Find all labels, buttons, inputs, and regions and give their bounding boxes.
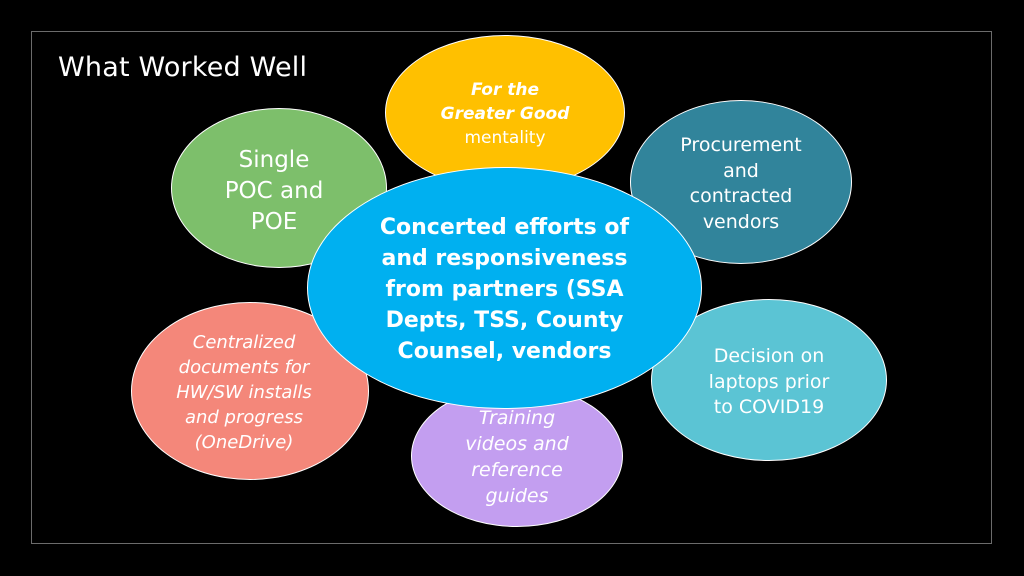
slide-title: What Worked Well bbox=[58, 52, 308, 83]
bubble-centralized-line2: documents for bbox=[178, 357, 310, 378]
bubble-decision-line3: to COVID19 bbox=[713, 396, 825, 418]
bubble-training-line3: reference bbox=[471, 459, 563, 481]
bubble-greater-good-line1: For the bbox=[470, 80, 540, 100]
bubble-training-line4: guides bbox=[485, 485, 549, 507]
bubble-training-line1: Training bbox=[478, 407, 556, 429]
bubble-center-concerted-efforts: Concerted efforts of and responsiveness … bbox=[307, 167, 702, 409]
bubble-decision-line2: laptops prior bbox=[708, 370, 830, 393]
bubble-centralized-line1: Centralized bbox=[192, 332, 296, 353]
bubble-single-poc-line2: POC and bbox=[224, 178, 324, 204]
bubble-procurement-line4: vendors bbox=[702, 210, 780, 233]
bubble-greater-good-line2: Greater Good bbox=[440, 104, 570, 124]
bubble-decision-line1: Decision on bbox=[713, 345, 825, 367]
bubble-single-poc-line3: POE bbox=[250, 209, 298, 235]
bubble-centralized-line3: HW/SW installs bbox=[176, 382, 312, 403]
bubble-center-line3: from partners (SSA bbox=[385, 277, 624, 302]
slide-frame bbox=[31, 31, 992, 544]
bubble-training-line2: videos and bbox=[465, 433, 569, 455]
bubble-center-line2: and responsiveness bbox=[381, 246, 628, 271]
bubble-procurement-line2: and bbox=[723, 159, 759, 182]
bubble-center-line4: Depts, TSS, County bbox=[385, 308, 624, 333]
bubble-center-line1: Concerted efforts of bbox=[379, 215, 630, 240]
bubble-centralized-line4: and progress bbox=[184, 407, 304, 428]
bubble-procurement-line3: contracted bbox=[689, 185, 793, 207]
bubble-center-line5: Counsel, vendors bbox=[397, 339, 612, 364]
bubble-greater-good-line3: mentality bbox=[464, 128, 546, 148]
bubble-procurement-line1: Procurement bbox=[680, 134, 802, 156]
bubble-single-poc-line1: Single bbox=[238, 147, 310, 173]
bubble-centralized-line5: (OneDrive) bbox=[194, 432, 294, 453]
